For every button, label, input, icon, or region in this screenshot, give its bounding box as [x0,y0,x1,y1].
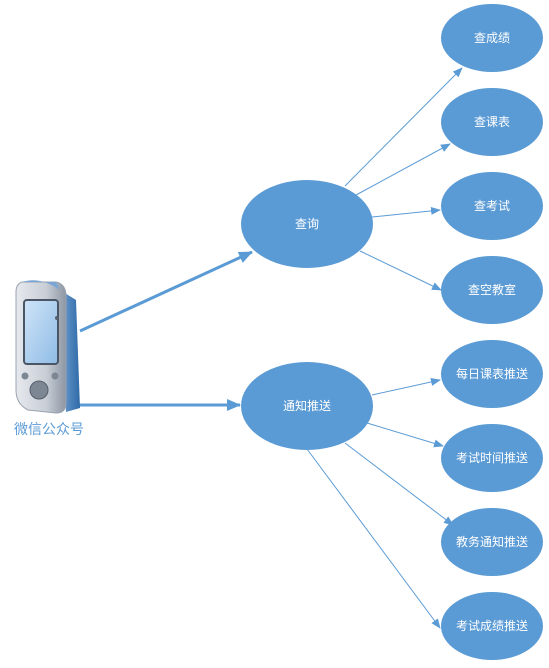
node-daily-schedule-push[interactable]: 每日课表推送 [441,340,543,408]
node-daily-schedule-push-label: 每日课表推送 [456,366,528,381]
node-exams-label: 查考试 [474,198,510,213]
node-grades-label: 查成绩 [474,31,510,45]
node-schedule[interactable]: 查课表 [441,88,543,156]
node-push[interactable]: 通知推送 [241,362,373,450]
edge-query-to-schedule [355,143,451,196]
edge-actor-to-query [79,250,253,333]
edge-query-to-classroom [359,250,442,291]
actor-label: 微信公众号 [14,422,84,438]
node-exams[interactable]: 查考试 [441,172,543,240]
node-notice-push[interactable]: 教务通知推送 [441,508,543,576]
edge-push-to-examtime [366,422,444,448]
node-classroom[interactable]: 查空教室 [441,256,543,324]
node-classroom-label: 查空教室 [468,282,516,297]
node-exam-score-push-label: 考试成绩推送 [456,618,528,633]
edge-query-to-grades [344,67,463,187]
node-query[interactable]: 查询 [241,180,373,268]
node-push-label: 通知推送 [283,398,331,413]
mobile-phone-icon [15,280,80,414]
node-notice-push-label: 教务通知推送 [456,534,528,549]
node-schedule-label: 查课表 [474,115,510,129]
node-exam-time-push-label: 考试时间推送 [456,450,528,465]
edge-push-to-examscore [306,448,441,629]
node-exam-time-push[interactable]: 考试时间推送 [441,424,543,492]
edge-push-to-notice [344,442,454,526]
node-exam-score-push[interactable]: 考试成绩推送 [441,592,543,660]
edge-push-to-daily [371,378,441,396]
edge-query-to-exams [371,206,441,218]
node-grades[interactable]: 查成绩 [441,4,543,72]
node-query-label: 查询 [295,217,319,231]
